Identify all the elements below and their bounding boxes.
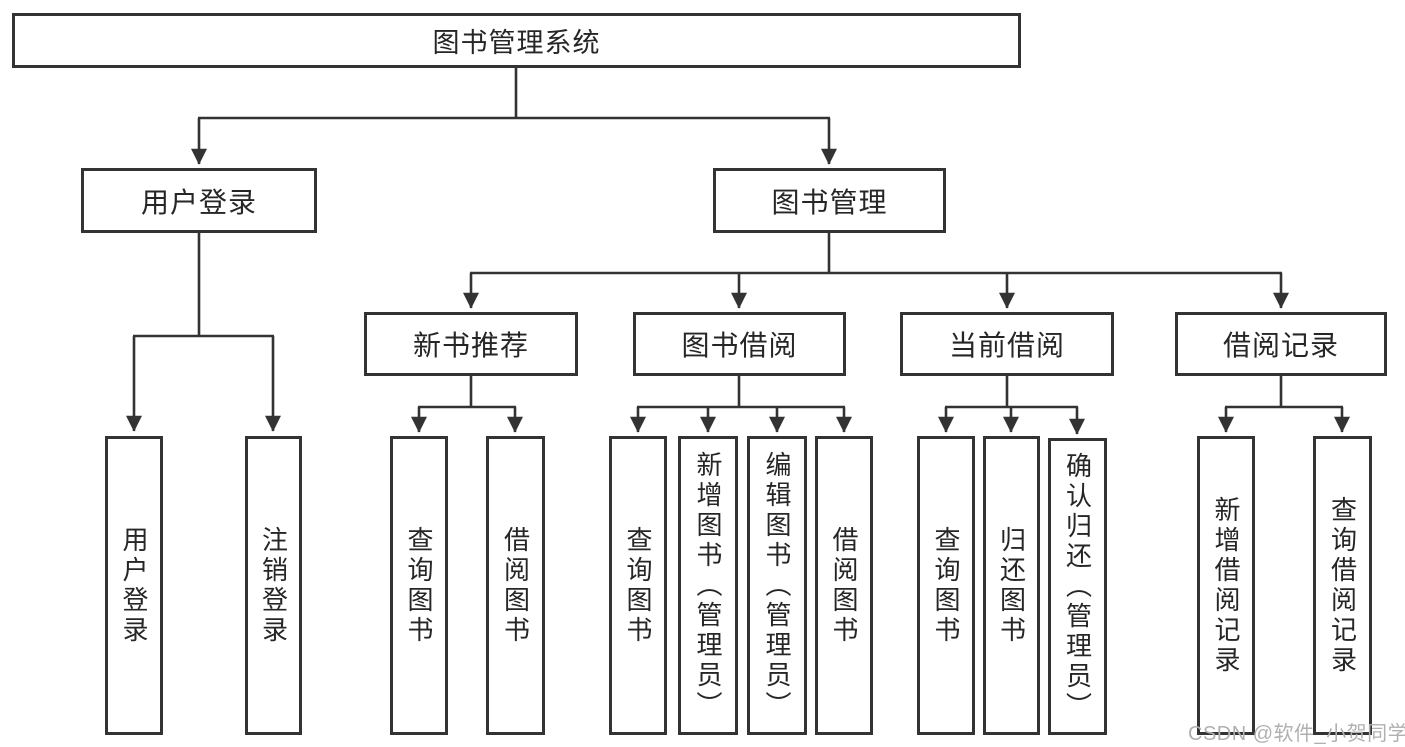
node-library-management-system: 图书管理系统	[12, 13, 1021, 68]
node-cb-confirm-return-admin: 确认归还（管理员）	[1048, 438, 1107, 735]
node-bb-add-book-admin: 新增图书（管理员）	[678, 436, 738, 735]
node-book-management: 图书管理	[713, 168, 946, 233]
node-rec-borrow-book: 借阅图书	[486, 436, 545, 735]
node-bb-query-book: 查询图书	[609, 436, 667, 735]
node-leaf-logout: 注销登录	[245, 436, 302, 735]
node-bb-edit-book-admin: 编辑图书（管理员）	[747, 436, 807, 735]
csdn-watermark: CSDN @软件_小贺同学	[1188, 723, 1405, 745]
node-br-query-record: 查询借阅记录	[1313, 436, 1372, 735]
node-rec-query-book: 查询图书	[390, 436, 448, 735]
node-new-book-recommendation: 新书推荐	[364, 312, 578, 376]
node-user-login: 用户登录	[81, 168, 317, 233]
node-book-borrowing: 图书借阅	[633, 312, 846, 376]
node-leaf-user-login: 用户登录	[105, 436, 163, 735]
node-cb-query-book: 查询图书	[917, 436, 975, 735]
node-br-add-record: 新增借阅记录	[1197, 436, 1255, 735]
node-bb-borrow-book: 借阅图书	[815, 436, 873, 735]
node-borrowing-records: 借阅记录	[1175, 312, 1387, 376]
node-cb-return-book: 归还图书	[983, 436, 1040, 735]
node-current-borrowing: 当前借阅	[900, 312, 1114, 376]
